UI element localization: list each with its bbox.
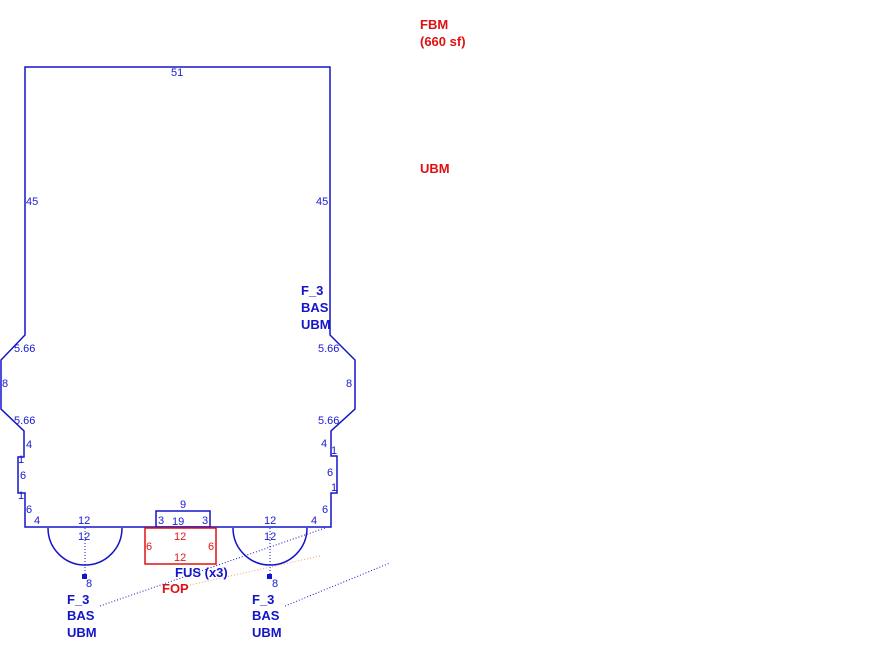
- small-box[interactable]: [155, 510, 211, 528]
- dim-porch-left: 6: [146, 541, 152, 553]
- dim-left-step3: 6: [26, 504, 32, 516]
- semi-right-label-2: BAS: [252, 608, 280, 623]
- center-marker-right[interactable]: [267, 574, 272, 579]
- dim-left: 45: [26, 196, 38, 208]
- fus-label: FUS (x3): [175, 565, 228, 580]
- dim-semi-left-top: 12: [78, 515, 90, 527]
- dim-left-jog1: 1: [18, 454, 24, 466]
- semi-left-label-3: UBM: [67, 625, 97, 640]
- dim-left-diag2: 5.66: [14, 415, 35, 427]
- leader-line-left: [99, 527, 326, 607]
- dim-right-jog2: 1: [331, 482, 337, 494]
- dim-right: 45: [316, 196, 328, 208]
- dim-right-bay: 8: [346, 378, 352, 390]
- dim-box-right: 3: [202, 515, 208, 527]
- leader-line-right: [284, 562, 391, 607]
- dim-right-step1: 4: [321, 438, 327, 450]
- dim-left-bay: 8: [2, 378, 8, 390]
- dim-box-bottom: 19: [172, 516, 184, 528]
- dim-semi-right-radius: 8: [272, 578, 278, 590]
- dim-left-diag1: 5.66: [14, 343, 35, 355]
- dim-right-bottom: 4: [311, 515, 317, 527]
- dim-porch-right: 6: [208, 541, 214, 553]
- dim-right-step2: 6: [327, 467, 333, 479]
- dim-semi-left-radius: 8: [86, 578, 92, 590]
- dim-left-step2: 6: [20, 470, 26, 482]
- leader-line-fop: [189, 555, 321, 586]
- fop-label: FOP: [162, 581, 189, 596]
- dim-right-diag1: 5.66: [318, 343, 339, 355]
- dim-porch-top: 12: [174, 531, 186, 543]
- dim-right-diag2: 5.66: [318, 415, 339, 427]
- semi-right-label-3: UBM: [252, 625, 282, 640]
- semi-left-label-1: F_3: [67, 592, 89, 607]
- main-label-3: UBM: [301, 317, 331, 332]
- dim-porch-bottom: 12: [174, 552, 186, 564]
- legend-fbm-area: (660 sf): [420, 34, 466, 49]
- dim-left-step1: 4: [26, 439, 32, 451]
- dim-left-jog2: 1: [18, 490, 24, 502]
- dim-right-step3: 6: [322, 504, 328, 516]
- center-marker-left[interactable]: [82, 574, 87, 579]
- dim-right-jog1: 1: [331, 445, 337, 457]
- dim-semi-right-top: 12: [264, 515, 276, 527]
- dim-left-bottom: 4: [34, 515, 40, 527]
- main-outline[interactable]: [0, 66, 356, 528]
- dim-box-top: 9: [180, 499, 186, 511]
- semi-left-label-2: BAS: [67, 608, 95, 623]
- dim-top: 51: [171, 67, 183, 79]
- dim-box-left: 3: [158, 515, 164, 527]
- legend-fbm: FBM: [420, 17, 448, 32]
- main-label-1: F_3: [301, 283, 323, 298]
- dim-semi-left-inner: 12: [78, 531, 90, 543]
- legend-ubm: UBM: [420, 161, 450, 176]
- semi-right-label-1: F_3: [252, 592, 274, 607]
- dim-semi-right-inner: 12: [264, 531, 276, 543]
- porch-box[interactable]: [144, 527, 217, 565]
- main-label-2: BAS: [301, 300, 329, 315]
